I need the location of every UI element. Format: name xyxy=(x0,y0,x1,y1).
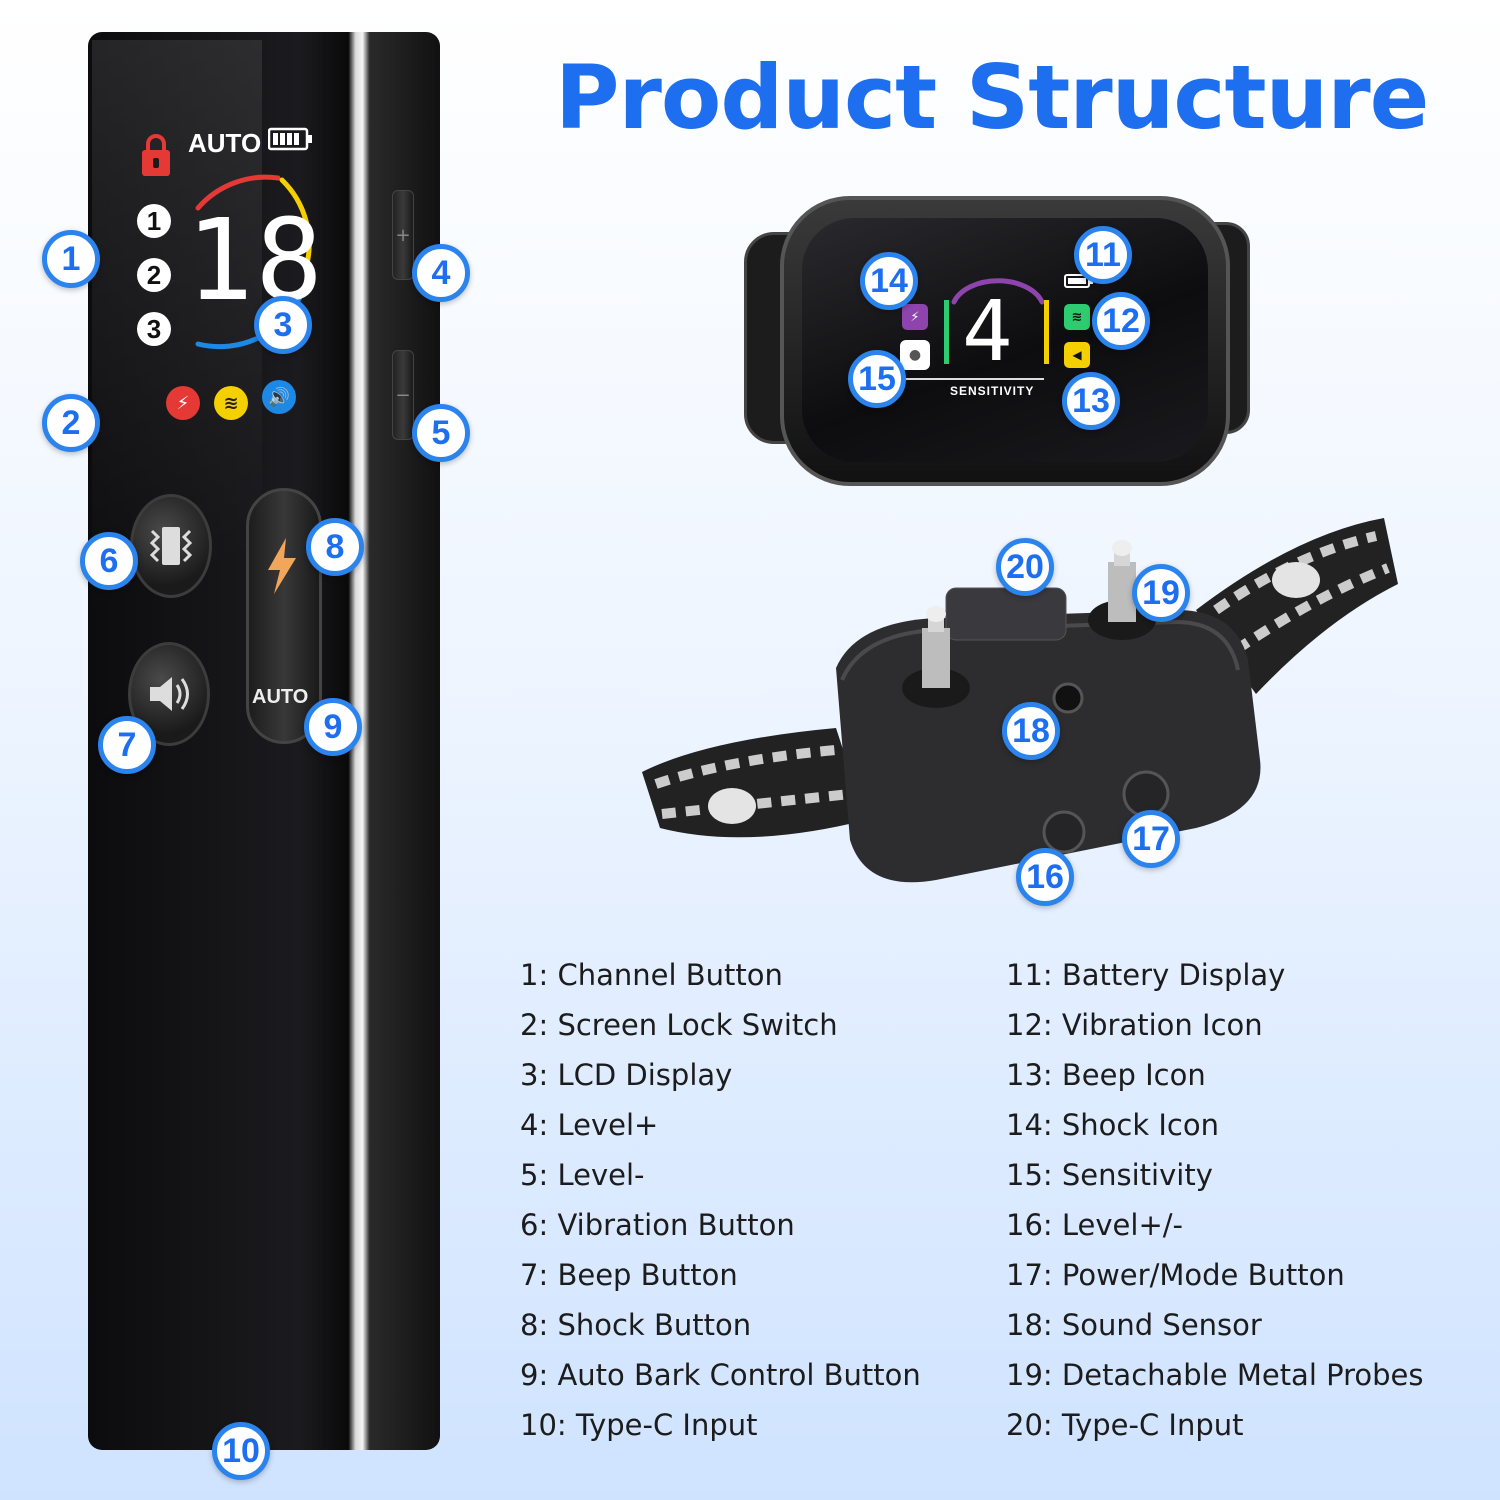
callout-1: 1 xyxy=(42,230,100,288)
callout-18: 18 xyxy=(1002,702,1060,760)
shock-mode-icon: ⚡ xyxy=(166,386,200,420)
callout-5: 5 xyxy=(412,404,470,462)
legend-item: 20: Type-C Input xyxy=(1006,1408,1244,1442)
callout-7: 7 xyxy=(98,716,156,774)
legend-item: 11: Battery Display xyxy=(1006,958,1286,992)
legend-item: 16: Level+/- xyxy=(1006,1208,1183,1242)
callout-2: 2 xyxy=(42,394,100,452)
collar-beep-icon: ◀ xyxy=(1064,342,1090,368)
lightning-icon[interactable] xyxy=(262,536,302,596)
channel-1-indicator: 1 xyxy=(137,204,171,238)
vibration-button[interactable] xyxy=(130,494,212,598)
callout-12: 12 xyxy=(1092,292,1150,350)
legend-item: 5: Level- xyxy=(520,1158,645,1192)
callout-17: 17 xyxy=(1122,810,1180,868)
callout-8: 8 xyxy=(306,518,364,576)
legend-item: 12: Vibration Icon xyxy=(1006,1008,1263,1042)
legend-item: 7: Beep Button xyxy=(520,1258,738,1292)
speaker-icon xyxy=(150,677,189,711)
vibration-mode-icon: ≋ xyxy=(214,386,248,420)
level-minus-button[interactable]: − xyxy=(392,350,414,440)
callout-4: 4 xyxy=(412,244,470,302)
collar-arc xyxy=(951,278,1045,305)
legend-item: 17: Power/Mode Button xyxy=(1006,1258,1345,1292)
collar-level-number: 4 xyxy=(962,282,1013,380)
collar-microphone-icon: ● xyxy=(900,340,930,370)
callout-3: 3 xyxy=(254,296,312,354)
callout-14: 14 xyxy=(860,252,918,310)
collar-sensitivity-line xyxy=(904,378,1044,380)
shock-auto-button-housing xyxy=(246,488,322,744)
callout-6: 6 xyxy=(80,532,138,590)
beep-button[interactable] xyxy=(128,642,210,746)
legend-item: 9: Auto Bark Control Button xyxy=(520,1358,921,1392)
legend-left: 1: Channel Button 2: Screen Lock Switch … xyxy=(520,950,921,1450)
auto-indicator: AUTO xyxy=(188,128,262,158)
vibration-icon xyxy=(149,527,193,565)
legend-item: 3: LCD Display xyxy=(520,1058,733,1092)
collar-vibration-icon: ≋ xyxy=(1064,304,1090,330)
collar-sensitivity-label: SENSITIVITY xyxy=(950,384,1035,398)
lock-icon xyxy=(142,134,170,176)
legend-right: 11: Battery Display 12: Vibration Icon 1… xyxy=(1006,950,1423,1450)
legend-item: 4: Level+ xyxy=(520,1108,659,1142)
legend-item: 18: Sound Sensor xyxy=(1006,1308,1262,1342)
level-plus-button[interactable]: + xyxy=(392,190,414,280)
callout-20: 20 xyxy=(996,538,1054,596)
remote-gloss xyxy=(92,40,262,940)
legend-item: 14: Shock Icon xyxy=(1006,1108,1219,1142)
callout-10: 10 xyxy=(212,1422,270,1480)
legend-item: 13: Beep Icon xyxy=(1006,1058,1206,1092)
callout-16: 16 xyxy=(1016,848,1074,906)
legend-item: 8: Shock Button xyxy=(520,1308,752,1342)
legend-item: 1: Channel Button xyxy=(520,958,783,992)
battery-icon xyxy=(268,127,312,151)
callout-19: 19 xyxy=(1132,564,1190,622)
legend-item: 10: Type-C Input xyxy=(520,1408,758,1442)
collar-bar-right xyxy=(1044,300,1049,364)
auto-button[interactable]: AUTO xyxy=(252,686,309,708)
callout-11: 11 xyxy=(1074,226,1132,284)
channel-2-indicator: 2 xyxy=(137,258,171,292)
callout-13: 13 xyxy=(1062,372,1120,430)
collar-shock-icon: ⚡ xyxy=(902,304,928,330)
callout-9: 9 xyxy=(304,698,362,756)
callout-15: 15 xyxy=(848,350,906,408)
legend-item: 2: Screen Lock Switch xyxy=(520,1008,838,1042)
page-title: Product Structure xyxy=(555,46,1429,149)
beep-mode-icon: 🔊 xyxy=(262,380,296,414)
collar-bar-left xyxy=(944,300,949,364)
legend-item: 15: Sensitivity xyxy=(1006,1158,1213,1192)
channel-3-indicator: 3 xyxy=(137,312,171,346)
legend-item: 6: Vibration Button xyxy=(520,1208,795,1242)
legend-item: 19: Detachable Metal Probes xyxy=(1006,1358,1424,1392)
